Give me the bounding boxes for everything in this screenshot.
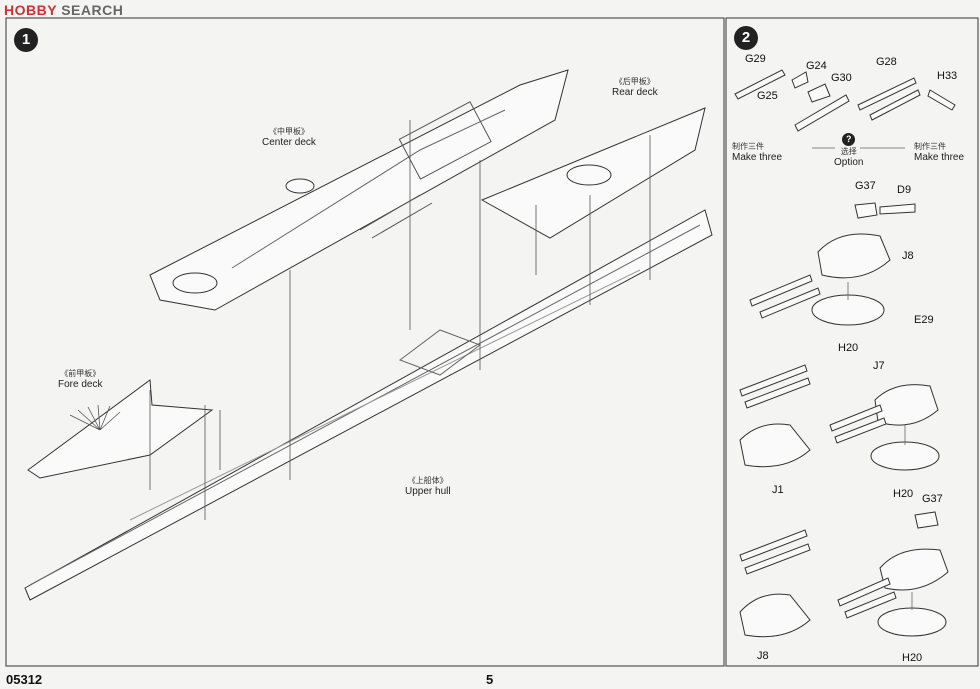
rear-deck-en: Rear deck	[612, 87, 658, 98]
part-e29: E29	[914, 314, 934, 326]
step2-assembly-lines	[812, 147, 913, 610]
part-h20-bottom: H20	[902, 652, 923, 664]
part-g28: G28	[876, 56, 897, 68]
page-number: 5	[486, 672, 494, 687]
fore-deck-en: Fore deck	[58, 379, 103, 390]
fore-deck-drawing	[27, 379, 214, 479]
option-marker: ? 选择 Option	[834, 133, 863, 168]
watermark-suffix: SEARCH	[61, 2, 124, 18]
make-three-left-zh: 制作三件	[732, 142, 764, 151]
part-g29: G29	[745, 53, 766, 65]
step-1-badge: 1	[14, 28, 38, 52]
part-j7: J7	[873, 360, 885, 372]
make-three-left-en: Make three	[732, 152, 783, 163]
rear-deck-drawing	[480, 107, 706, 239]
step2-panel	[725, 17, 979, 667]
upper-hull-label: 《上船体》 Upper hull	[405, 475, 451, 497]
option-icon: ?	[842, 133, 856, 146]
center-deck-en: Center deck	[262, 137, 316, 148]
center-deck-label: 《中甲板》 Center deck	[262, 126, 316, 148]
option-en: Option	[834, 157, 864, 168]
part-d9: D9	[897, 184, 912, 196]
part-g30: G30	[831, 72, 852, 84]
part-g37-top: G37	[855, 180, 876, 192]
make-three-right: 制作三件 Make three	[914, 141, 964, 163]
fore-deck-label: 《前甲板》 Fore deck	[58, 368, 102, 390]
option-zh: 选择	[840, 147, 857, 156]
step2-drawings	[734, 69, 956, 638]
upper-hull-drawing	[24, 209, 713, 601]
rear-deck-label: 《后甲板》 Rear deck	[612, 76, 658, 98]
product-code: 05312	[6, 672, 43, 687]
part-j8-bottom: J8	[757, 650, 769, 662]
step1-panel	[5, 17, 725, 667]
center-deck-zh: 《中甲板》	[268, 127, 309, 136]
make-three-right-zh: 制作三件	[914, 142, 946, 151]
part-j1: J1	[772, 484, 784, 496]
part-g37-bottom: G37	[922, 493, 943, 505]
hobbysearch-watermark: HOBBY SEARCH	[4, 2, 123, 18]
rear-deck-zh: 《后甲板》	[614, 77, 655, 86]
part-h20-middle: H20	[893, 488, 914, 500]
part-g25: G25	[757, 90, 778, 102]
step1-assembly-lines	[149, 120, 651, 520]
part-g24: G24	[806, 60, 827, 72]
barrel-g29	[734, 69, 786, 100]
fore-deck-zh: 《前甲板》	[60, 369, 101, 378]
watermark-brand: HOBBY	[4, 2, 57, 18]
make-three-right-en: Make three	[914, 152, 965, 163]
part-j8-top: J8	[902, 250, 914, 262]
step-2-badge: 2	[734, 26, 758, 50]
part-h20-top: H20	[838, 342, 859, 354]
part-h33: H33	[937, 70, 958, 82]
upper-hull-en: Upper hull	[405, 486, 451, 497]
make-three-left: 制作三件 Make three	[732, 141, 782, 163]
upper-hull-zh: 《上船体》	[407, 476, 448, 485]
